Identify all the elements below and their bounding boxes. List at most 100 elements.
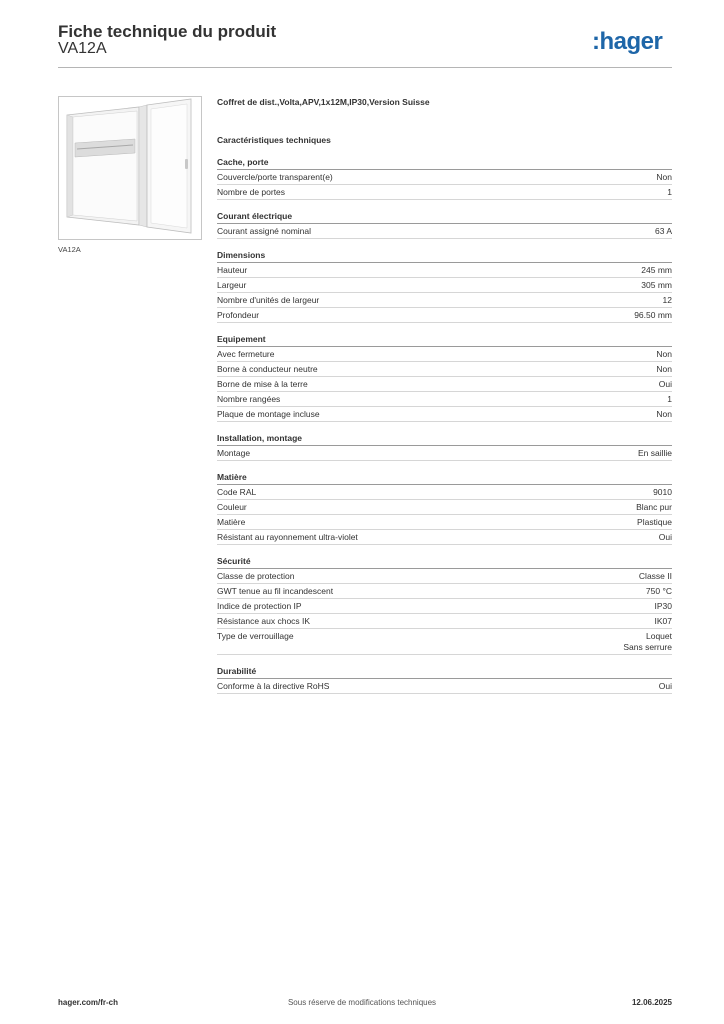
spec-value-line: 245 mm [641, 265, 672, 275]
spec-label: Courant assigné nominal [217, 226, 312, 236]
spec-group-title: Installation, montage [217, 432, 672, 446]
spec-value-line: Sans serrure [623, 642, 672, 652]
header-divider [58, 67, 672, 68]
spec-label: Matière [217, 517, 246, 527]
spec-value: Classe II [639, 571, 672, 582]
spec-value-line: Non [656, 349, 672, 359]
spec-value-line: Non [656, 364, 672, 374]
spec-row: Classe de protection Classe II [217, 569, 672, 584]
spec-value-line: Non [656, 409, 672, 419]
spec-value: Non [656, 172, 672, 183]
specifications-panel: Coffret de dist.,Volta,APV,1x12M,IP30,Ve… [217, 96, 672, 704]
spec-label: Résistance aux chocs IK [217, 616, 311, 626]
footer-notice: Sous réserve de modifications techniques [287, 998, 437, 1007]
spec-value: IP30 [655, 601, 673, 612]
spec-row: Nombre rangées 1 [217, 392, 672, 407]
hager-logo-text: :hager [592, 28, 663, 55]
spec-value-line: Oui [658, 532, 672, 542]
spec-row: Indice de protection IP IP30 [217, 599, 672, 614]
spec-value: 245 mm [641, 265, 672, 276]
spec-value-line: 305 mm [641, 280, 672, 290]
spec-row: Couvercle/porte transparent(e) Non [217, 170, 672, 185]
spec-value: 9010 [653, 487, 672, 498]
spec-label: Montage [217, 448, 251, 458]
page-title: Fiche technique du produit [58, 22, 277, 41]
spec-row: Hauteur 245 mm [217, 263, 672, 278]
spec-row: Résistant au rayonnement ultra-violet Oui [217, 530, 672, 545]
spec-row: GWT tenue au fil incandescent 750 °C [217, 584, 672, 599]
spec-value-line: Oui [658, 379, 672, 389]
spec-row: Profondeur 96.50 mm [217, 308, 672, 323]
spec-value-line: 1 [667, 394, 672, 404]
spec-row: Avec fermeture Non [217, 347, 672, 362]
spec-value: Oui [659, 532, 672, 543]
spec-value: 63 A [655, 226, 672, 237]
spec-value-line: Blanc pur [636, 502, 672, 512]
spec-value: 1 [667, 394, 672, 405]
spec-value-line: Non [656, 172, 672, 182]
spec-value-line: Classe II [638, 571, 672, 581]
spec-value-line: Loquet [646, 631, 672, 641]
spec-label: Nombre rangées [217, 394, 281, 404]
characteristics-heading: Caractéristiques techniques [217, 135, 331, 145]
spec-value-line: En saillie [637, 448, 672, 458]
product-description: Coffret de dist.,Volta,APV,1x12M,IP30,Ve… [217, 97, 430, 107]
spec-label: Hauteur [217, 265, 248, 275]
spec-label: GWT tenue au fil incandescent [217, 586, 334, 596]
spec-label: Classe de protection [217, 571, 295, 581]
spec-label: Résistant au rayonnement ultra-violet [217, 532, 358, 542]
hager-logo[interactable]: :hager [592, 28, 674, 58]
spec-label: Plaque de montage incluse [217, 409, 320, 419]
spec-value-line: Plastique [637, 517, 672, 527]
footer-website-link[interactable]: hager.com/fr-ch [58, 998, 119, 1007]
spec-value-line: 96.50 mm [634, 310, 672, 320]
spec-value: Oui [659, 681, 672, 692]
spec-group-title: Matière [217, 471, 672, 485]
spec-value: 96.50 mm [634, 310, 672, 321]
spec-label: Profondeur [217, 310, 260, 320]
spec-value: Non [656, 364, 672, 375]
spec-group-title: Cache, porte [217, 156, 672, 170]
spec-row: Montage En saillie [217, 446, 672, 461]
spec-value-line: 12 [662, 295, 672, 305]
spec-value-line: Oui [658, 681, 672, 691]
spec-group-title: Durabilité [217, 665, 672, 679]
spec-label: Borne de mise à la terre [217, 379, 308, 389]
spec-label: Avec fermeture [217, 349, 275, 359]
spec-label: Borne à conducteur neutre [217, 364, 318, 374]
spec-label: Couleur [217, 502, 247, 512]
spec-value: Blanc pur [636, 502, 672, 513]
spec-row: Borne à conducteur neutre Non [217, 362, 672, 377]
spec-value: 12 [663, 295, 672, 306]
spec-row: Matière Plastique [217, 515, 672, 530]
spec-value: 305 mm [641, 280, 672, 291]
spec-group-title: Dimensions [217, 249, 672, 263]
spec-label: Code RAL [217, 487, 257, 497]
spec-value-line: IP30 [654, 601, 673, 611]
spec-value-line: 1 [667, 187, 672, 197]
spec-label: Couvercle/porte transparent(e) [217, 172, 333, 182]
spec-row: Courant assigné nominal 63 A [217, 224, 672, 239]
hager-logo-mark: :hager [592, 28, 663, 55]
spec-value: Plastique [637, 517, 672, 528]
spec-label: Indice de protection IP [217, 601, 302, 611]
spec-group-title: Equipement [217, 333, 672, 347]
spec-value: En saillie [638, 448, 672, 459]
spec-value: Oui [659, 379, 672, 390]
product-image [58, 96, 202, 240]
spec-label: Nombre de portes [217, 187, 286, 197]
spec-value-line: 9010 [653, 487, 672, 497]
spec-value: 750 °C [646, 586, 672, 597]
